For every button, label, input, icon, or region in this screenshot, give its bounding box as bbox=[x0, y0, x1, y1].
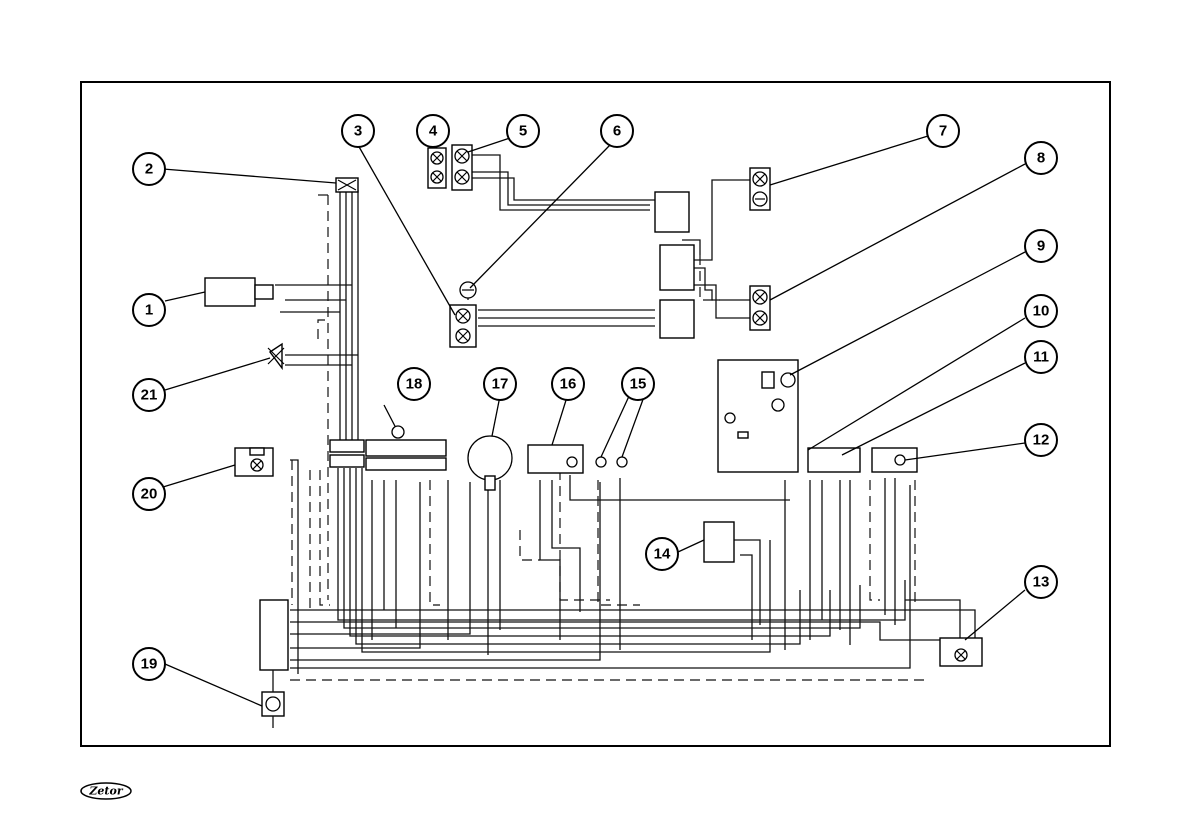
component-19-motor bbox=[262, 670, 284, 728]
switch-middle bbox=[660, 245, 694, 290]
callout-5: 5 bbox=[507, 115, 539, 147]
callout-19-label: 19 bbox=[141, 656, 158, 673]
callout-5-label: 5 bbox=[519, 123, 527, 140]
callout-18-label: 18 bbox=[406, 376, 423, 393]
component-18-switch bbox=[366, 405, 446, 470]
callout-12: 12 bbox=[1025, 424, 1057, 456]
components bbox=[205, 145, 982, 728]
switch-upper bbox=[655, 192, 689, 232]
component-20-lamp bbox=[235, 448, 273, 476]
component-4-lamp bbox=[428, 148, 446, 188]
callout-16: 16 bbox=[552, 368, 584, 400]
component-10-11-unit bbox=[808, 448, 860, 472]
component-7-lamp bbox=[750, 168, 770, 210]
callout-13-label: 13 bbox=[1033, 574, 1050, 591]
callout-12-label: 12 bbox=[1033, 432, 1050, 449]
callout-1: 1 bbox=[133, 294, 165, 326]
component-1-relay bbox=[205, 278, 255, 306]
component-2-lamp bbox=[336, 178, 358, 192]
component-12-unit bbox=[872, 448, 917, 472]
callout-20-label: 20 bbox=[141, 486, 158, 503]
callout-11: 11 bbox=[1025, 341, 1057, 373]
callout-15: 15 bbox=[622, 368, 654, 400]
component-1-connector bbox=[255, 285, 273, 299]
callout-4-label: 4 bbox=[429, 123, 438, 140]
switch-lower bbox=[660, 300, 694, 338]
callout-8: 8 bbox=[1025, 142, 1057, 174]
callout-17: 17 bbox=[484, 368, 516, 400]
callout-9: 9 bbox=[1025, 230, 1057, 262]
component-9-wiper-unit bbox=[718, 360, 798, 472]
connector-block-lower bbox=[330, 455, 364, 467]
component-15-sensor-a bbox=[596, 457, 606, 467]
callout-15-label: 15 bbox=[630, 376, 647, 393]
connector-block-upper bbox=[330, 440, 364, 452]
callout-6: 6 bbox=[601, 115, 633, 147]
component-21-lamp bbox=[268, 344, 284, 368]
callout-1-label: 1 bbox=[145, 302, 153, 319]
callout-10: 10 bbox=[1025, 295, 1057, 327]
callout-7: 7 bbox=[927, 115, 959, 147]
component-17-gauge bbox=[468, 436, 512, 490]
component-13-lamp bbox=[940, 638, 982, 666]
callout-4: 4 bbox=[417, 115, 449, 147]
callout-14-label: 14 bbox=[654, 546, 671, 563]
callout-14: 14 bbox=[646, 538, 678, 570]
callout-19: 19 bbox=[133, 648, 165, 680]
callout-17-label: 17 bbox=[492, 376, 509, 393]
zetor-logo: Zetor bbox=[81, 783, 131, 799]
harness-plug bbox=[260, 600, 288, 670]
callout-21: 21 bbox=[133, 379, 165, 411]
component-8-lamp bbox=[750, 286, 770, 330]
callout-3: 3 bbox=[342, 115, 374, 147]
callout-2-label: 2 bbox=[145, 161, 153, 178]
callout-11-label: 11 bbox=[1033, 349, 1049, 366]
callout-13: 13 bbox=[1025, 566, 1057, 598]
callout-20: 20 bbox=[133, 478, 165, 510]
component-3-lamp bbox=[450, 305, 476, 347]
callout-16-label: 16 bbox=[560, 376, 577, 393]
callout-8-label: 8 bbox=[1037, 150, 1045, 167]
callout-3-label: 3 bbox=[354, 123, 362, 140]
component-15-sensor-b bbox=[617, 457, 627, 467]
zetor-logo-text: Zetor bbox=[88, 785, 123, 798]
component-14-relay bbox=[704, 522, 734, 562]
callout-10-label: 10 bbox=[1033, 303, 1050, 320]
callout-7-label: 7 bbox=[939, 123, 947, 140]
callout-18: 18 bbox=[398, 368, 430, 400]
callout-2: 2 bbox=[133, 153, 165, 185]
callout-6-label: 6 bbox=[613, 123, 621, 140]
callout-9-label: 9 bbox=[1037, 238, 1045, 255]
callout-21-label: 21 bbox=[141, 387, 158, 404]
